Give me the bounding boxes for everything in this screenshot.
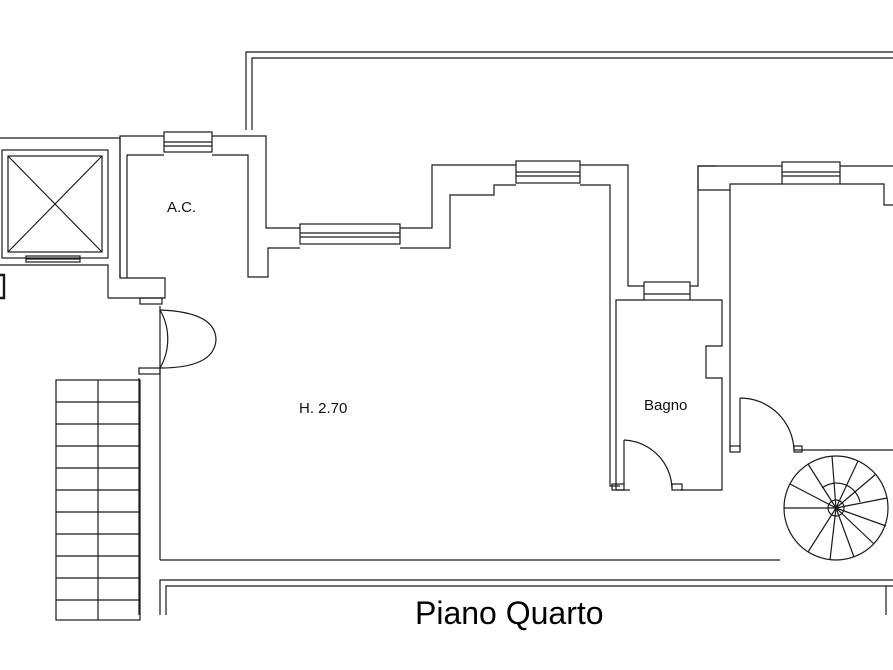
entry-door <box>138 309 217 375</box>
lower-parapet <box>159 579 893 615</box>
elevator-shaft <box>0 137 166 300</box>
floor-plan-title: Piano Quarto <box>415 595 604 631</box>
floor-plan-linework <box>0 51 893 621</box>
ceiling-height-label: H. 2.70 <box>299 400 348 417</box>
main-room <box>138 160 780 615</box>
bathroom <box>611 165 782 491</box>
storage-room-label: A.C. <box>167 199 197 216</box>
right-room <box>697 161 893 453</box>
spiral-staircase <box>783 455 889 561</box>
storage-room-ac <box>119 131 300 305</box>
terrace-outline <box>245 51 893 130</box>
bathroom-label: Bagno <box>644 397 688 414</box>
straight-staircase <box>55 379 141 621</box>
